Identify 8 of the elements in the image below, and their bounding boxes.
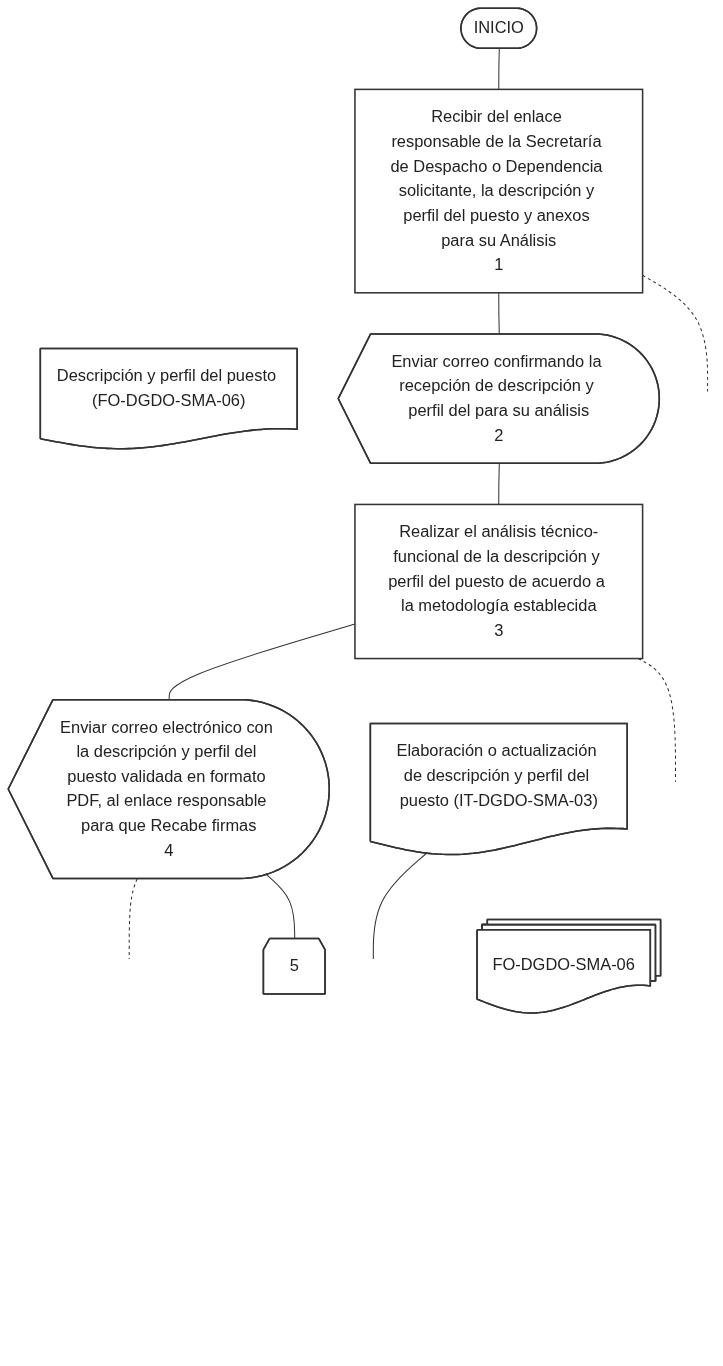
- connector: [128, 878, 138, 960]
- connector: [266, 874, 296, 940]
- node-box: Recibir del enlace responsable de la Secretaría de Despacho o Dependencia solicitante, la descripción y perfil del puesto y anexos para su Análisis 1: [354, 88, 644, 294]
- connector: [637, 658, 676, 783]
- connector: [372, 853, 427, 960]
- node-box: Realizar el análisis técnico-funcional de la descripción y perfil del puesto de acuerdo a la metodología establecida 3: [354, 503, 644, 660]
- connector: [498, 463, 500, 505]
- connector: [498, 48, 500, 90]
